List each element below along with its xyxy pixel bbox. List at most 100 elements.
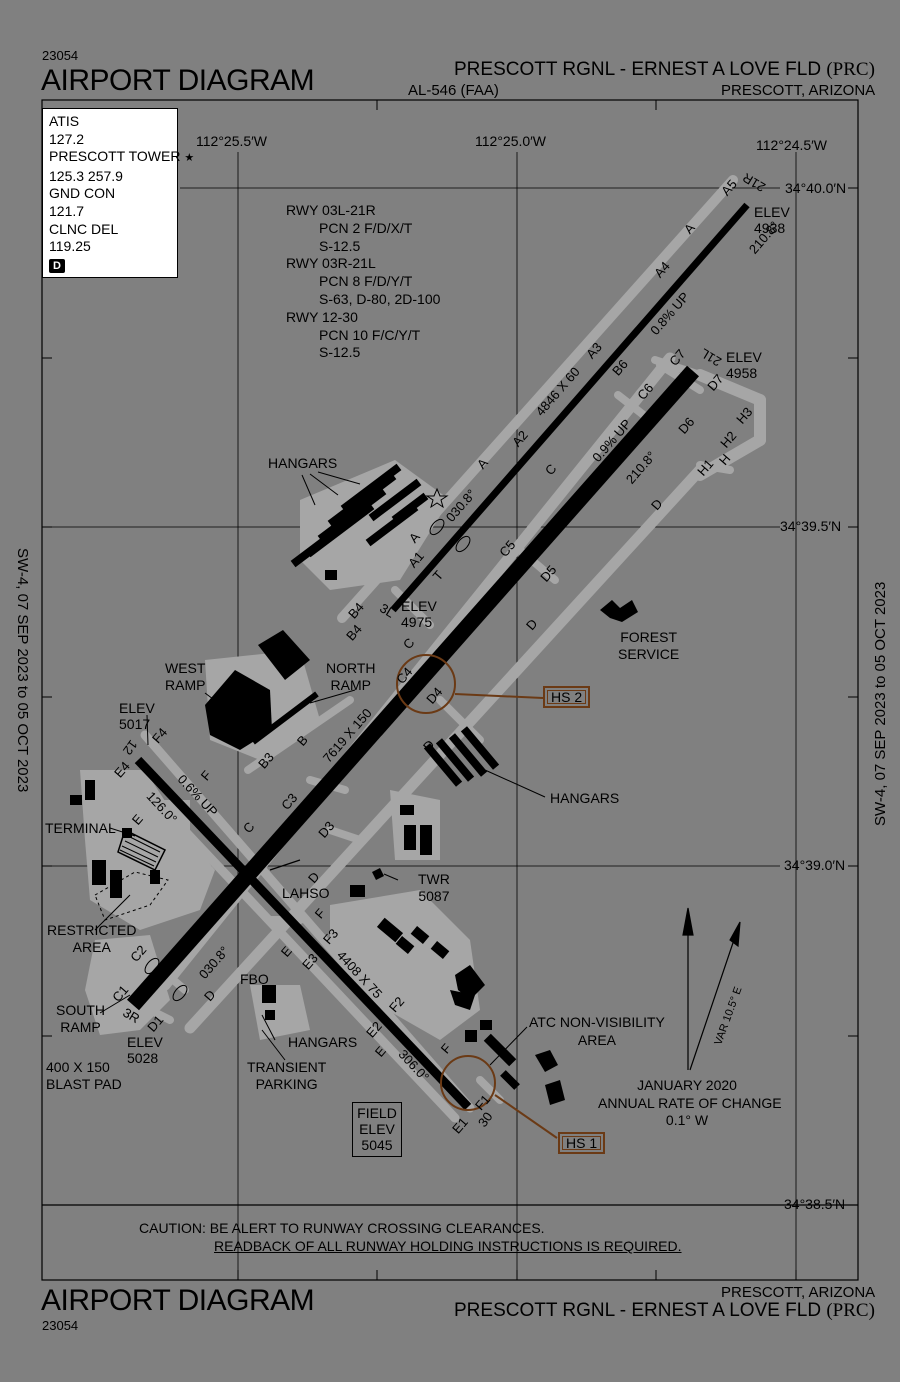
airport-name-footer-text: PRESCOTT RGNL - ERNEST A LOVE FLD: [454, 1300, 822, 1321]
rwy3-name: RWY 12-30: [286, 308, 358, 325]
atis-freq: 127.2: [49, 130, 85, 147]
hot-spot-1-circle: [440, 1055, 496, 1111]
procedure-number: 23054: [42, 48, 79, 63]
north-arrows: [682, 907, 741, 1071]
hangars-label-fbo: HANGARS: [288, 1034, 358, 1050]
tower-label: PRESCOTT TOWER: [49, 148, 181, 165]
fbo-label: FBO: [240, 971, 269, 987]
diagram-title: AIRPORT DIAGRAM: [41, 64, 315, 97]
location-header: PRESCOTT, ARIZONA: [721, 82, 876, 99]
north-hangars: [290, 463, 429, 580]
south-ramp: [85, 935, 170, 1035]
hot-spot-2-circle: [396, 654, 456, 714]
hangar-ramp-north: [300, 460, 450, 590]
rwy3-pcn: PCN 10 F/C/Y/T: [319, 326, 421, 343]
airport-name: PRESCOTT RGNL - ERNEST A LOVE FLD: [454, 59, 822, 80]
diagram-title-footer: AIRPORT DIAGRAM: [41, 1284, 315, 1317]
gnd-freq: 121.7: [49, 202, 85, 219]
hot-spot-2: HS 2: [543, 686, 591, 708]
lahso-bar: [269, 859, 301, 871]
rwy3-s: S-12.5: [319, 344, 361, 361]
runway-info: RWY 03L-21R PCN 2 F/D/X/T S-12.5 RWY 03R…: [286, 202, 440, 362]
frequency-box: ATIS 127.2 PRESCOTT TOWER ★ 125.3 257.9 …: [42, 108, 194, 278]
airport-id-footer: (PRC): [826, 1300, 875, 1321]
west-ramp-building-1: [258, 630, 310, 680]
east-ramp: [330, 890, 480, 1040]
clnc-label: CLNC DEL: [49, 220, 119, 237]
terminal-label: TERMINAL: [45, 820, 116, 836]
ramps: [80, 460, 480, 1040]
runway-03l-21r: [390, 202, 750, 613]
tower-freq: 125.3 257.9: [49, 167, 123, 184]
caution-line-2: READBACK OF ALL RUNWAY HOLDING INSTRUCTI…: [214, 1238, 682, 1254]
gnd-label: GND CON: [49, 185, 116, 202]
procedure-number-footer: 23054: [42, 1318, 79, 1333]
atis-label: ATIS: [49, 113, 80, 129]
lon-label-2: 112°25.0′W: [475, 133, 547, 149]
west-ramp-building-2: [205, 670, 272, 750]
hangars-label-north: HANGARS: [268, 455, 338, 471]
hot-spots: [396, 654, 558, 1139]
rwy1-name: RWY 03L-21R: [286, 202, 376, 218]
edge-ticks: [42, 100, 858, 1280]
airport-id: (PRC): [826, 59, 875, 80]
runway-12-30: [134, 756, 472, 1111]
lat-label-4: 34°38.5′N: [784, 1196, 846, 1212]
airport-name-header: PRESCOTT RGNL - ERNEST A LOVE FLD (PRC): [454, 59, 875, 81]
field-elev-line-1: FIELD: [357, 1105, 397, 1121]
clnc-freq: 119.25: [49, 238, 91, 255]
field-elev-line-2: ELEV: [359, 1121, 395, 1137]
effective-dates-left: SW-4, 07 SEP 2023 to 05 OCT 2023: [14, 548, 31, 793]
forest-service-building: [600, 600, 638, 622]
lat-label-2: 34°39.5′N: [780, 518, 842, 534]
lat-label-1: 34°40.0′N: [785, 180, 847, 196]
d-badge: D: [49, 258, 65, 273]
hangars-label-east: HANGARS: [550, 790, 620, 806]
effective-dates-right: SW-4, 07 SEP 2023 to 05 OCT 2023: [872, 581, 889, 826]
fbo-ramp: [250, 985, 310, 1040]
rwy1-s: S-12.5: [319, 237, 361, 254]
beacon-star: [425, 487, 449, 509]
caution-line-1: CAUTION: BE ALERT TO RUNWAY CROSSING CLE…: [139, 1220, 545, 1236]
rwy1-pcn: PCN 2 F/D/X/T: [319, 219, 413, 236]
pointer-lines: [94, 471, 546, 1066]
hot-spot-1: HS 1: [558, 1132, 606, 1154]
tower-line: PRESCOTT TOWER ★: [49, 148, 194, 168]
north-ramp-line: [251, 691, 319, 745]
field-elevation-box: FIELD ELEV 5045: [352, 1102, 402, 1157]
tower-building: [372, 868, 384, 880]
field-elev-value: 5045: [361, 1137, 393, 1153]
rwy2-s: S-63, D-80, 2D-100: [319, 290, 441, 307]
map-frame: [41, 99, 859, 1281]
lahso-label: LAHSO: [282, 885, 330, 901]
location-footer: PRESCOTT, ARIZONA: [721, 1284, 876, 1301]
lat-label-3: 34°39.0′N: [784, 857, 846, 873]
hold-markers: [144, 518, 471, 1002]
terminal-apron: [160, 800, 190, 860]
east-hangars: [400, 726, 500, 855]
rwy2-pcn: PCN 8 F/D/Y/T: [319, 273, 413, 290]
al-number: AL-546 (FAA): [408, 82, 499, 99]
buildings: [70, 463, 638, 1105]
lon-label-3: 112°24.5′W: [756, 137, 828, 153]
runway-03r-21l: [127, 365, 699, 1011]
airport-name-footer: PRESCOTT RGNL - ERNEST A LOVE FLD (PRC): [454, 1300, 875, 1322]
runways: [127, 202, 750, 1111]
terminal-building: [117, 828, 167, 871]
